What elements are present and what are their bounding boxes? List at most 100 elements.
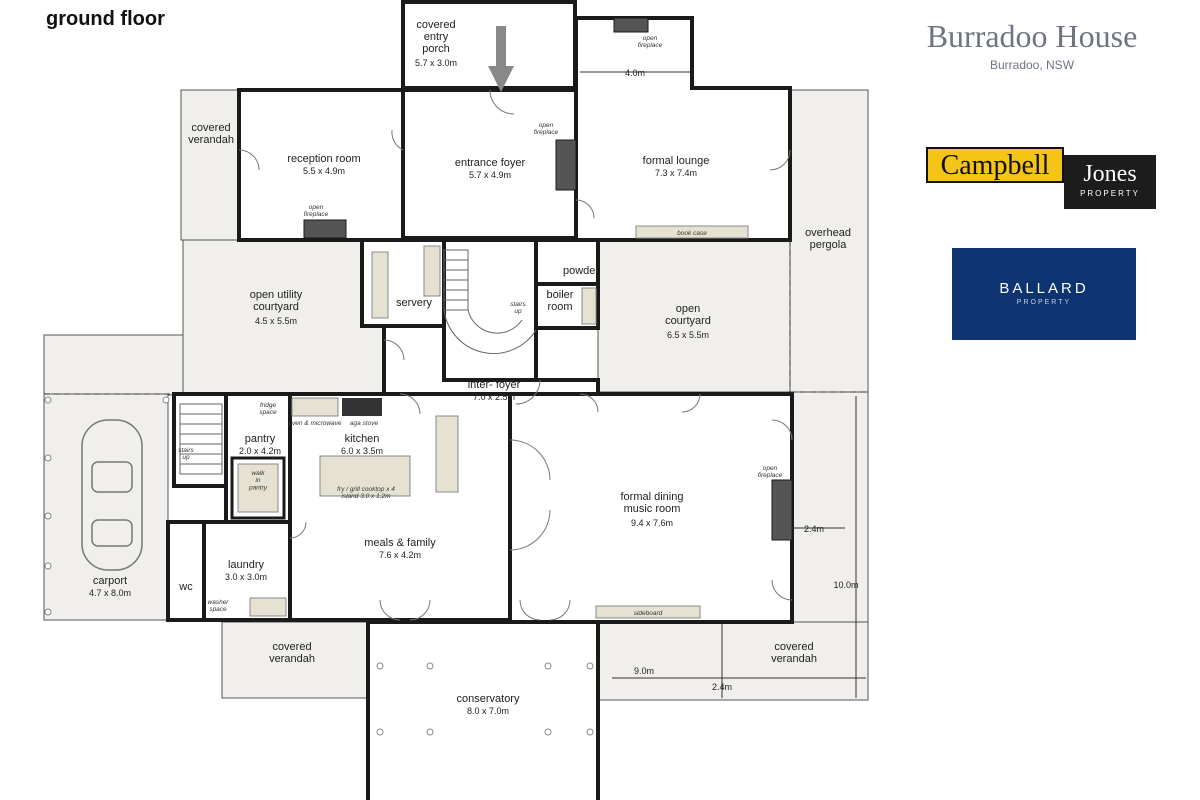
label-laundry: laundry (228, 559, 265, 571)
note-bookcase: book case (677, 230, 707, 237)
area-verandah-se (597, 621, 869, 701)
size-foyer: 5.7 x 4.9m (469, 170, 511, 180)
room-dining (508, 392, 794, 624)
kitchen-bench-top (291, 397, 339, 417)
boiler-unit (581, 287, 597, 325)
area-verandah-east (791, 391, 869, 623)
note-sideboard: sideboard (634, 610, 663, 617)
walk-in-shelf (237, 463, 279, 513)
label-kitchen: kitchen (345, 433, 380, 445)
campbell-jones-logo: Campbell Jones PROPERTY (926, 145, 1156, 209)
label-interfoyer: inter- foyer (468, 379, 521, 391)
dim-lounge-top: 4.0m (625, 68, 645, 78)
size-pantry: 2.0 x 4.2m (239, 446, 281, 456)
dim-verandah-depth: 2.4m (712, 682, 732, 692)
posts (44, 396, 594, 736)
size-reception: 5.5 x 4.9m (303, 166, 345, 176)
note-aga: aga stove (350, 420, 379, 427)
bookcase (635, 225, 749, 239)
servery-bench (371, 251, 389, 319)
room-powder (534, 238, 600, 286)
aga-stove (342, 398, 382, 416)
floor-title: ground floor (46, 8, 165, 30)
ballard-logo: BALLARD PROPERTY (952, 248, 1136, 340)
entry-arrow-icon (488, 26, 514, 92)
fixtures (249, 225, 749, 619)
fireplaces (303, 17, 793, 541)
size-carport: 4.7 x 8.0m (89, 588, 131, 598)
size-porch: 5.7 x 3.0m (415, 58, 457, 68)
dim-dining-right: 2.4m (804, 524, 824, 534)
label-servery: servery (396, 297, 433, 309)
size-laundry: 3.0 x 3.0m (225, 572, 267, 582)
laundry-bench (249, 597, 287, 617)
label-meals: meals & family (364, 537, 436, 549)
jones-logo-sub: PROPERTY (1080, 189, 1140, 198)
ballard-logo-sub: PROPERTY (1016, 299, 1072, 306)
area-verandah-nw (180, 89, 240, 241)
room-lounge (574, 16, 792, 242)
kitchen-bench-curve (435, 415, 459, 493)
size-utility: 4.5 x 5.5m (255, 316, 297, 326)
ballard-logo-text: BALLARD (999, 280, 1089, 297)
dimension-labels: 4.0m 2.4m 10.0m 9.0m 2.4m (625, 68, 859, 692)
fireplace-foyer (555, 139, 577, 191)
area-verandah-s (221, 621, 369, 699)
label-carport: carport (93, 575, 127, 587)
label-reception: reception room (287, 153, 360, 165)
size-dining: 9.4 x 7.6m (631, 518, 673, 528)
jones-logo-text: Jones (1083, 161, 1137, 187)
house-title: Burradoo House (926, 18, 1138, 54)
size-kitchen: 6.0 x 3.5m (341, 446, 383, 456)
outdoor-areas (43, 89, 869, 701)
note-oven: oven & microwave (288, 420, 341, 427)
car-icon (81, 419, 143, 571)
room-conservatory (366, 620, 600, 800)
fireplace-reception (303, 219, 347, 239)
dimension-lines (580, 71, 866, 698)
fireplace-lounge (613, 17, 649, 33)
area-courtyard (597, 239, 791, 393)
size-interfoyer: 7.0 x 2.5m (473, 392, 515, 402)
size-courtyard: 6.5 x 5.5m (667, 330, 709, 340)
room-wc (166, 520, 206, 622)
house-location: Burradoo, NSW (989, 58, 1075, 72)
label-pantry: pantry (245, 433, 276, 445)
island-bench (319, 455, 411, 497)
label-lounge: formal lounge (643, 155, 710, 167)
room-stair-carport (172, 392, 228, 488)
door-swings (238, 89, 793, 621)
area-carport-strip (43, 334, 184, 396)
dim-verandah-width: 9.0m (634, 666, 654, 676)
campbell-logo-text: Campbell (926, 147, 1064, 183)
label-conservatory: conservatory (457, 693, 520, 705)
size-meals: 7.6 x 4.2m (379, 550, 421, 560)
area-pergola (789, 89, 869, 393)
fireplace-dining (771, 479, 793, 541)
label-foyer: entrance foyer (455, 157, 526, 169)
room-kitchen-meals (288, 392, 542, 622)
dashed-lines (44, 240, 868, 395)
servery-bench-2 (423, 245, 441, 297)
size-conservatory: 8.0 x 7.0m (467, 706, 509, 716)
stairs (179, 249, 537, 475)
dim-east-height: 10.0m (833, 580, 858, 590)
